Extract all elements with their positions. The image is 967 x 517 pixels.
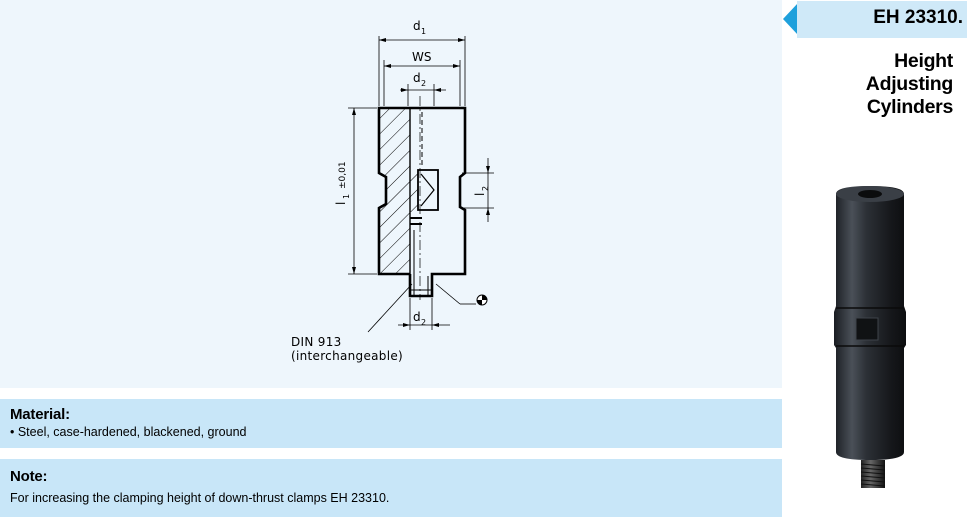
label-d2-bottom: d <box>413 310 421 324</box>
product-code: EH 23310. <box>873 7 963 28</box>
label-ws: WS <box>412 50 431 64</box>
dimension-d2-top: d 2 <box>400 71 446 106</box>
note-section: Note: For increasing the clamping height… <box>0 459 782 517</box>
svg-text:2: 2 <box>421 318 426 327</box>
svg-text:1: 1 <box>421 27 426 36</box>
svg-text:1: 1 <box>342 194 351 199</box>
datum-symbol <box>435 283 488 306</box>
material-section: Material: • Steel, case-hardened, blacke… <box>0 399 782 448</box>
cylinder-section <box>377 96 467 300</box>
label-l2: l <box>473 193 487 196</box>
material-title: Material: <box>10 406 70 423</box>
dimension-l1: l 1 ±0,01 <box>334 107 377 275</box>
label-d1: d <box>413 19 421 33</box>
din-leader: DIN 913 (interchangeable) <box>291 283 413 363</box>
material-text: • Steel, case-hardened, blackened, groun… <box>10 425 247 439</box>
svg-text:2: 2 <box>481 186 490 191</box>
label-l1-tolerance: ±0,01 <box>338 161 348 189</box>
technical-drawing-panel: d 1 WS d 2 <box>0 0 782 388</box>
product-title: Height Adjusting Cylinders <box>865 50 954 118</box>
label-l1: l <box>334 202 348 205</box>
dimension-ws: WS <box>383 50 461 106</box>
dimension-l2: l 2 <box>462 158 494 222</box>
note-interchangeable: (interchangeable) <box>291 349 403 363</box>
dimension-d1: d 1 <box>378 19 466 106</box>
label-d2-top: d <box>413 71 421 85</box>
note-din: DIN 913 <box>291 335 342 349</box>
product-photo <box>834 186 906 488</box>
technical-drawing: d 1 WS d 2 <box>291 19 494 363</box>
note-title: Note: <box>10 468 48 485</box>
product-code-tab: EH 23310. <box>783 1 967 38</box>
dimension-d2-bottom: d 2 <box>398 298 450 330</box>
svg-text:2: 2 <box>421 79 426 88</box>
note-text: For increasing the clamping height of do… <box>10 491 390 505</box>
arrow-left-icon <box>783 3 798 35</box>
